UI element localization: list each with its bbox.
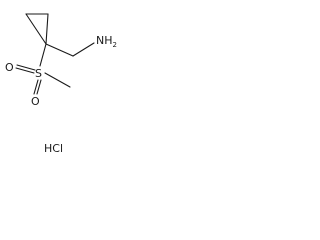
bond-c-to-ch2	[45, 43, 74, 57]
hydrogen-symbol: H	[104, 34, 112, 47]
oxygen-lower-label: O	[31, 95, 40, 108]
cyclopropane-ring	[25, 13, 49, 45]
oxygen-upper-label: O	[5, 61, 14, 74]
salt-label: HCl	[44, 142, 63, 155]
bond-ch2-to-n	[72, 42, 95, 57]
bond-s-to-methyl	[44, 72, 71, 88]
double-bond-s-o-upper	[15, 64, 36, 74]
nitrogen-symbol: N	[96, 34, 104, 47]
hydrogen-count: 2	[113, 41, 117, 49]
chemical-structure: NH2 S O O HCl	[5, 13, 117, 155]
ring-bond-left	[25, 13, 47, 45]
bond-c-to-s	[39, 43, 47, 67]
amine-label: NH2	[96, 34, 117, 49]
ring-bond-right	[45, 13, 49, 45]
sulfur-label: S	[35, 67, 42, 80]
double-bond-s-o-lower	[33, 79, 42, 95]
